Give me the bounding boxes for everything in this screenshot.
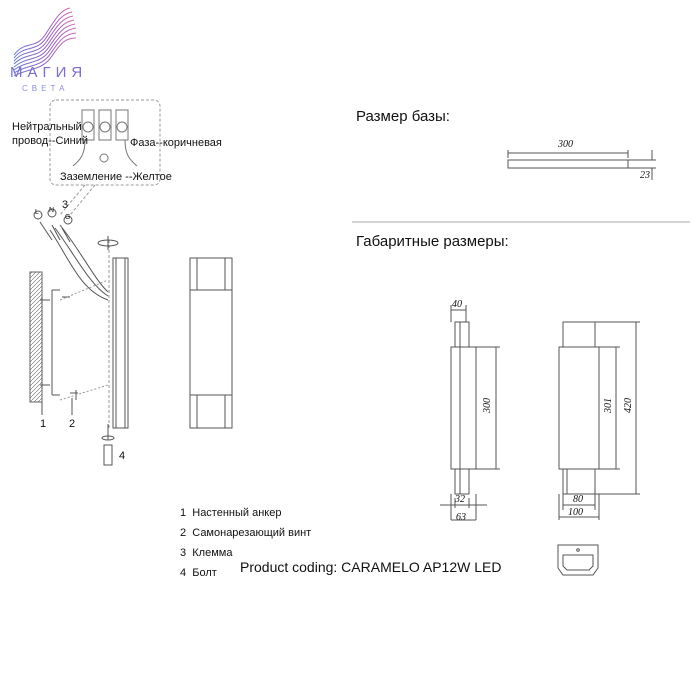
legend-text: Болт [192, 567, 217, 579]
legend-num: 4 [180, 567, 187, 579]
logo-subtitle: СВЕТА [22, 84, 69, 93]
side-body-dim: 300 [482, 398, 493, 413]
terminal-letter-n: N [49, 207, 55, 214]
front-dim-view [557, 321, 640, 576]
ground-label: Заземление --Желтое [60, 171, 172, 183]
side-top-dim: 40 [452, 299, 462, 310]
neutral-label-line2: провод--Синий [12, 135, 88, 147]
legend-num: 3 [180, 547, 187, 559]
terminal-letter-g: G [65, 214, 71, 221]
wall [29, 271, 43, 403]
legend-item-4: 4 Болт [180, 567, 217, 579]
legend-item-3: 3 Клемма [180, 547, 232, 559]
phase-label: Фаза--коричневая [130, 137, 222, 149]
legend-num: 1 [180, 507, 187, 519]
legend-text: Самонарезающий винт [192, 527, 312, 539]
legend-text: Настенный анкер [192, 507, 282, 519]
side-view [440, 305, 500, 521]
connectors-icon [33, 208, 73, 243]
side-inner-dim: 32 [455, 494, 465, 505]
callout-3: 3 [62, 199, 69, 211]
front-width-dim: 100 [568, 507, 583, 518]
front-view [189, 257, 233, 429]
base-height-dim: 23 [640, 170, 650, 181]
detail-leader-lines [59, 184, 96, 216]
terminal-letter-l: L [35, 209, 39, 216]
terminal-block-icon [72, 109, 138, 167]
overall-size-title: Габаритные размеры: [356, 233, 509, 250]
front-total-dim: 420 [623, 398, 634, 413]
callout-1: 1 [40, 418, 47, 430]
logo-title: МАГИЯ [10, 64, 88, 81]
base-drawing [507, 150, 656, 180]
callout-4: 4 [119, 450, 126, 462]
callout-2: 2 [69, 418, 76, 430]
logo-waves-icon [13, 7, 77, 77]
legend-text: Клемма [192, 547, 233, 559]
product-coding: Product coding: CARAMELO AP12W LED [240, 559, 502, 575]
base-size-title: Размер базы: [356, 108, 450, 125]
front-inner-dim: 80 [573, 494, 583, 505]
front-body-dim: 301 [603, 398, 614, 413]
base-length-dim: 300 [558, 139, 573, 150]
legend-item-2: 2 Самонарезающий винт [180, 527, 311, 539]
legend-item-1: 1 Настенный анкер [180, 507, 281, 519]
mounting-diagram [40, 224, 129, 466]
legend-num: 2 [180, 527, 187, 539]
neutral-label-line1: Нейтральный [12, 121, 82, 133]
side-width-dim: 63 [456, 512, 466, 523]
